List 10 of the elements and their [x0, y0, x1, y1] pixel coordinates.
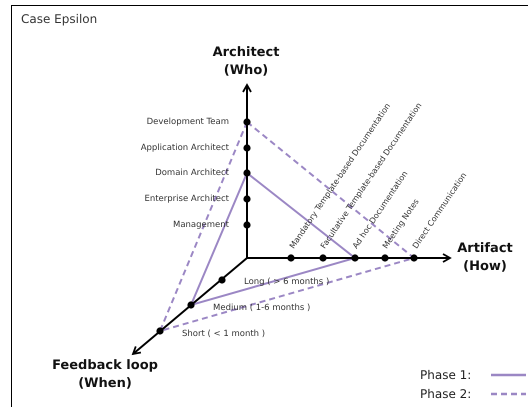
legend-label: Phase 1:: [420, 368, 472, 382]
tick-label: Development Team: [146, 117, 229, 127]
axis-title: Architect (Who): [212, 44, 280, 80]
legend-label: Phase 2:: [420, 387, 472, 401]
axis-title: Artifact (How): [456, 240, 514, 276]
axis-title: Feedback loop (When): [51, 357, 159, 393]
tick-label: Short ( < 1 month ): [182, 329, 266, 339]
tick-label: Application Architect: [140, 143, 229, 153]
diagram-title: Case Epsilon: [21, 12, 98, 27]
tick-label: Domain Architect: [155, 168, 229, 178]
